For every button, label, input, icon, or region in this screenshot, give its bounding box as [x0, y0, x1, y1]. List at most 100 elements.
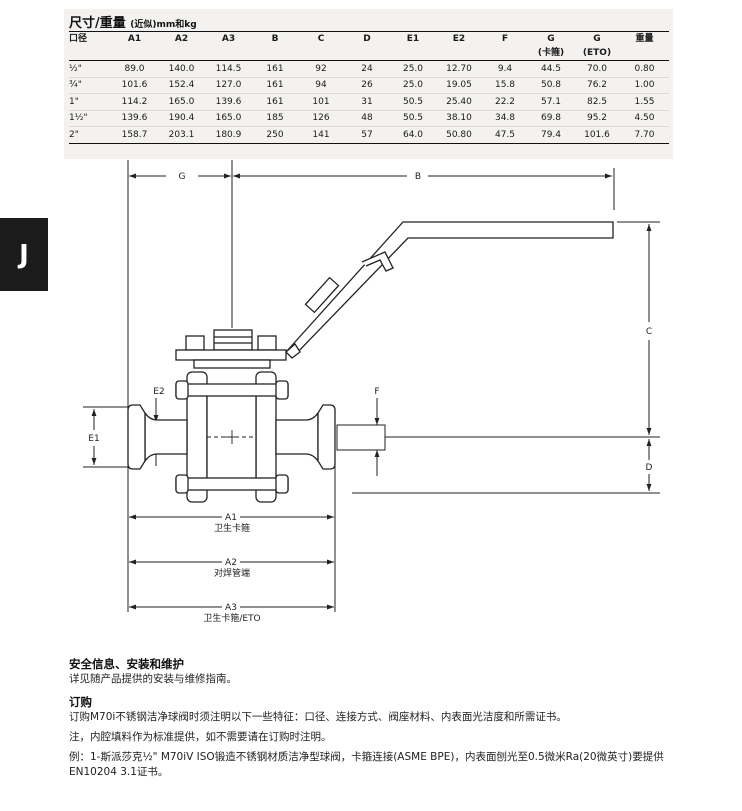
table-cell: 94 [298, 77, 344, 94]
safety-section: 安全信息、安装和维护 详见随产品提供的安装与维修指南。 [69, 657, 709, 687]
table-cell: 44.5 [528, 60, 574, 78]
ordering-note: 注，内腔填料作为标准提供，如不需要请在订购时注明。 [69, 731, 332, 743]
dim-label-c: C [646, 327, 652, 337]
bolt-bottom [175, 477, 289, 491]
dim-label-d: D [646, 463, 653, 473]
table-header-cell: E2 [436, 31, 482, 46]
safety-text: 详见随产品提供的安装与维修指南。 [69, 673, 237, 685]
table-cell: 50.8 [528, 77, 574, 94]
ferrule-right [317, 404, 336, 470]
table-subheader-cell [436, 46, 482, 61]
table-cell: 24 [344, 60, 390, 78]
table-cell: 2" [69, 126, 111, 144]
table-subheader-cell [482, 46, 528, 61]
stem-housing [193, 359, 271, 369]
dim-label-e2: E2 [153, 387, 164, 397]
ordering-line1: 订购M70i不锈钢洁净球阀时须注明以下一些特征：口径、连接方式、阀座材料、内表面… [69, 711, 567, 723]
table-cell: 141 [298, 126, 344, 144]
table-header-cell: F [482, 31, 528, 46]
table-cell: 48 [344, 110, 390, 127]
table-cell: ½" [69, 60, 111, 78]
table-cell: 1½" [69, 110, 111, 127]
mounting-pad [175, 349, 287, 361]
table-cell: 250 [252, 126, 298, 144]
dim-label-a1: A1 [225, 513, 237, 523]
table-cell: 22.2 [482, 93, 528, 111]
table-header-cell: A2 [158, 31, 205, 46]
extension-lines [83, 160, 660, 612]
tube-end-right [275, 410, 319, 464]
table-cell: 25.0 [390, 77, 436, 94]
table-cell: 95.2 [574, 110, 620, 127]
stop-block-right [257, 335, 277, 351]
dim-label-a3: A3 [225, 603, 237, 613]
table-cell: 0.80 [620, 60, 669, 78]
table-cell: 7.70 [620, 126, 669, 144]
table-header-cell: 口径 [69, 31, 111, 46]
table-subheader-cell: (卡箍) [528, 46, 574, 61]
table-cell: 57.1 [528, 93, 574, 111]
table-cell: 203.1 [158, 126, 205, 144]
table-title: 尺寸/重量 (近似)mm和kg [69, 12, 197, 31]
table-cell: 139.6 [111, 110, 158, 127]
dim-label-b: B [415, 172, 421, 182]
table-cell: 50.5 [390, 110, 436, 127]
table-header-cell: A3 [205, 31, 252, 46]
ordering-section: 订购 订购M70i不锈钢洁净球阀时须注明以下一些特征：口径、连接方式、阀座材料、… [69, 695, 709, 780]
table-subheader-cell [158, 46, 205, 61]
table-title-text: 尺寸/重量 [69, 16, 126, 31]
bolt-top [175, 383, 289, 397]
table-header-cell: C [298, 31, 344, 46]
table-cell: 185 [252, 110, 298, 127]
tube-end-left [144, 410, 188, 464]
table-unit-text: (近似)mm和kg [130, 20, 197, 30]
table-subheader-cell [298, 46, 344, 61]
table-cell: 19.05 [436, 77, 482, 94]
table-subheader-cell [390, 46, 436, 61]
table-cell: 165.0 [158, 93, 205, 111]
table-cell: 34.8 [482, 110, 528, 127]
body-centre [206, 391, 257, 485]
table-cell: 1" [69, 93, 111, 111]
table-cell: 47.5 [482, 126, 528, 144]
dim-caption-a2: 对焊管端 [214, 567, 250, 579]
table-cell: 161 [252, 93, 298, 111]
table-subheader-cell [252, 46, 298, 61]
ordering-heading: 订购 [69, 695, 92, 709]
table-header-cell: 重量 [620, 31, 669, 46]
ferrule-left [127, 404, 146, 470]
table-cell: 114.2 [111, 93, 158, 111]
centre-mark [207, 430, 256, 444]
table-subheader-cell [344, 46, 390, 61]
table-cell: 12.70 [436, 60, 482, 78]
stem-nut [213, 329, 253, 351]
table-subheader-cell [69, 46, 111, 61]
stop-block-left [185, 335, 205, 351]
table-cell: 70.0 [574, 60, 620, 78]
lever-latch [361, 251, 394, 272]
table-cell: 101 [298, 93, 344, 111]
table-header-cell: B [252, 31, 298, 46]
table-cell: 180.9 [205, 126, 252, 144]
table-cell: 69.8 [528, 110, 574, 127]
dim-label-a2: A2 [225, 558, 237, 568]
table-cell: 190.4 [158, 110, 205, 127]
table-cell: 31 [344, 93, 390, 111]
table-cell: 158.7 [111, 126, 158, 144]
dim-label-e1: E1 [88, 434, 99, 444]
table-cell: 25.40 [436, 93, 482, 111]
table-cell: 50.80 [436, 126, 482, 144]
table-cell: 15.8 [482, 77, 528, 94]
table-subheader-cell [620, 46, 669, 61]
table-cell: 9.4 [482, 60, 528, 78]
table-cell: 89.0 [111, 60, 158, 78]
table-cell: 79.4 [528, 126, 574, 144]
dim-caption-a1: 卫生卡箍 [214, 522, 250, 534]
table-cell: 161 [252, 60, 298, 78]
